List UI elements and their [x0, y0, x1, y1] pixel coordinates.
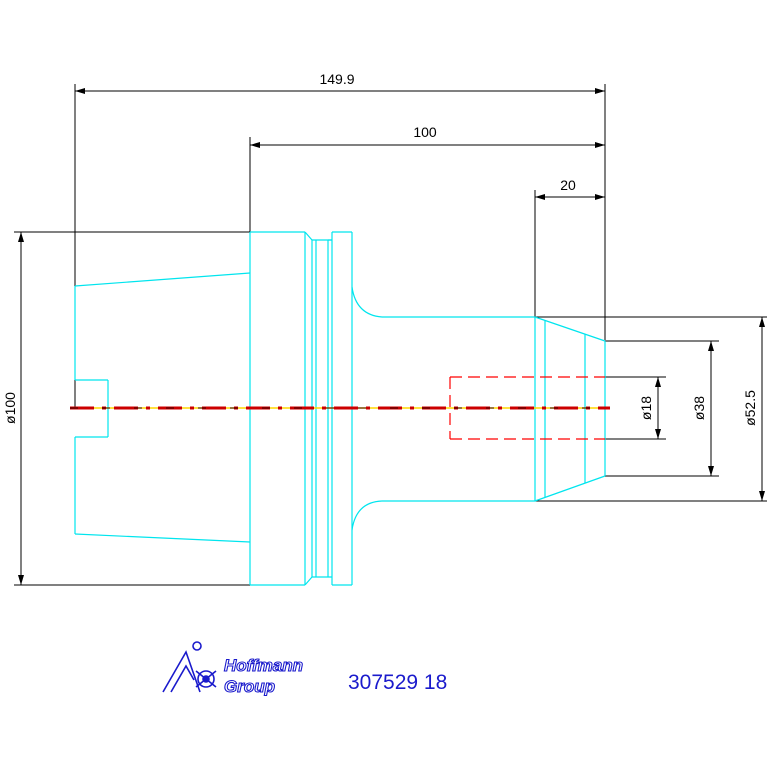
dim-taper-length: 100 — [413, 124, 437, 140]
part-number: 307529 18 — [348, 671, 447, 694]
logo-line2: Group — [224, 677, 275, 696]
dimension-arrows — [18, 88, 765, 585]
dim-shank-diameter: ø52.5 — [742, 390, 758, 426]
dim-bore-diameter: ø18 — [638, 396, 654, 420]
dim-nose-length: 20 — [560, 177, 576, 193]
dim-flange-diameter: ø100 — [2, 392, 18, 424]
dim-overall-length: 149.9 — [319, 71, 354, 87]
hoffmann-logo-icon — [162, 641, 217, 693]
logo-line1: Hoffmann — [224, 656, 303, 675]
hidden-bore — [449, 376, 605, 440]
dimension-lines — [14, 84, 767, 586]
dim-nose-diameter: ø38 — [691, 396, 707, 420]
hoffmann-logo: Hoffmann Group — [162, 641, 304, 697]
